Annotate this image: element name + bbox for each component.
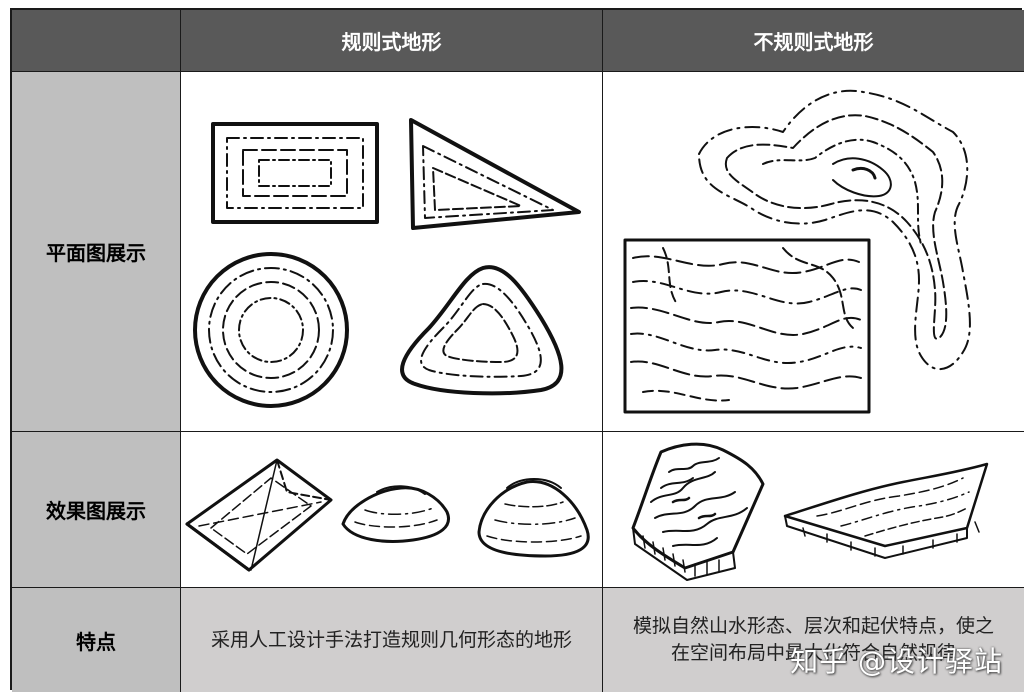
- watermark: 知乎 @设计驿站: [790, 645, 1003, 678]
- irregular-feature-text: 模拟自然山水形态、层次和起伏特点，使之在空间布局中最大化符合自然规律: [603, 588, 1024, 692]
- regular-feature-text: 采用人工设计手法打造规则几何形态的地形: [181, 588, 603, 692]
- irregular-plan-sketch: [603, 72, 1024, 432]
- header-corner-cell: [12, 10, 181, 72]
- header-regular-terrain: 规则式地形: [181, 10, 603, 72]
- terrain-comparison-table: 规则式地形 不规则式地形 平面图展示: [10, 8, 1024, 692]
- row-label-feature: 特点: [12, 588, 181, 692]
- regular-plan-sketch: [181, 72, 603, 432]
- regular-effect-sketch: [181, 432, 603, 588]
- row-label-plan: 平面图展示: [12, 72, 181, 432]
- row-label-effect: 效果图展示: [12, 432, 181, 588]
- irregular-effect-sketch: [603, 432, 1024, 588]
- header-irregular-terrain: 不规则式地形: [603, 10, 1024, 72]
